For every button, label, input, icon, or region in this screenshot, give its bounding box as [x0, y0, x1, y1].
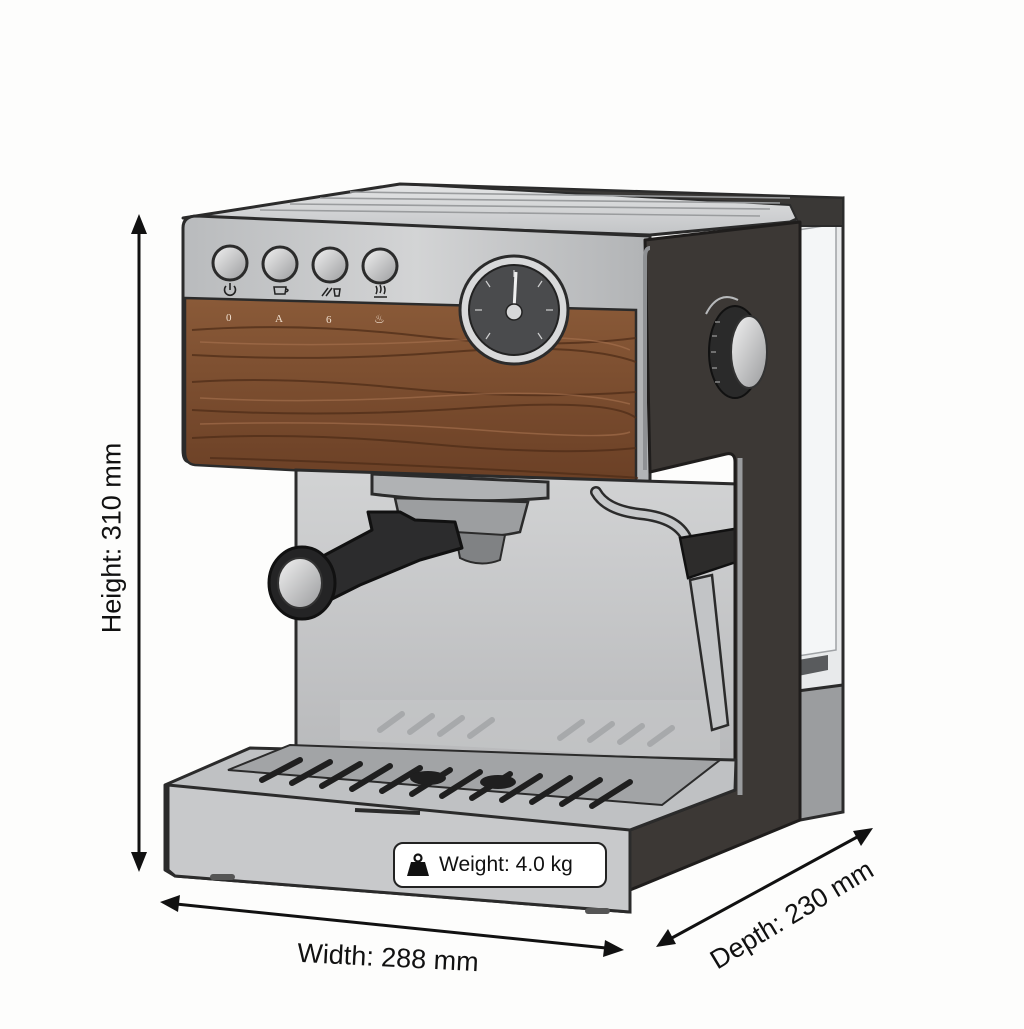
- group-head: [370, 472, 550, 565]
- side-panel: [628, 220, 802, 892]
- indicator-label: A: [275, 313, 283, 325]
- cup-icon: [273, 286, 289, 295]
- indicator-label: 6: [326, 314, 332, 326]
- height-arrow: [131, 214, 147, 872]
- steam-icon: [374, 284, 387, 298]
- steam-wand[interactable]: [590, 486, 744, 732]
- indicator-label: 0: [226, 312, 232, 324]
- width-arrow: [160, 895, 624, 957]
- weight-icon: [407, 853, 429, 876]
- steam-knob[interactable]: [705, 296, 768, 399]
- height-label: Height: 310 mm: [96, 442, 127, 634]
- power-button[interactable]: [211, 244, 249, 282]
- steam-button[interactable]: [361, 247, 399, 285]
- indicator-label: ♨: [374, 312, 385, 326]
- portafilter-handle[interactable]: [267, 510, 464, 621]
- wood-panel: [183, 296, 639, 490]
- pressure-gauge: [458, 254, 570, 366]
- weight-badge: Weight: 4.0 kg: [393, 842, 607, 888]
- double-cup-icon: [321, 287, 341, 297]
- double-cup-button[interactable]: [311, 246, 349, 284]
- power-icon: [223, 283, 237, 297]
- control-buttons: [211, 244, 399, 285]
- weight-text: Weight: 4.0 kg: [439, 853, 573, 876]
- depth-arrow: [656, 828, 873, 947]
- single-cup-button[interactable]: [261, 245, 299, 283]
